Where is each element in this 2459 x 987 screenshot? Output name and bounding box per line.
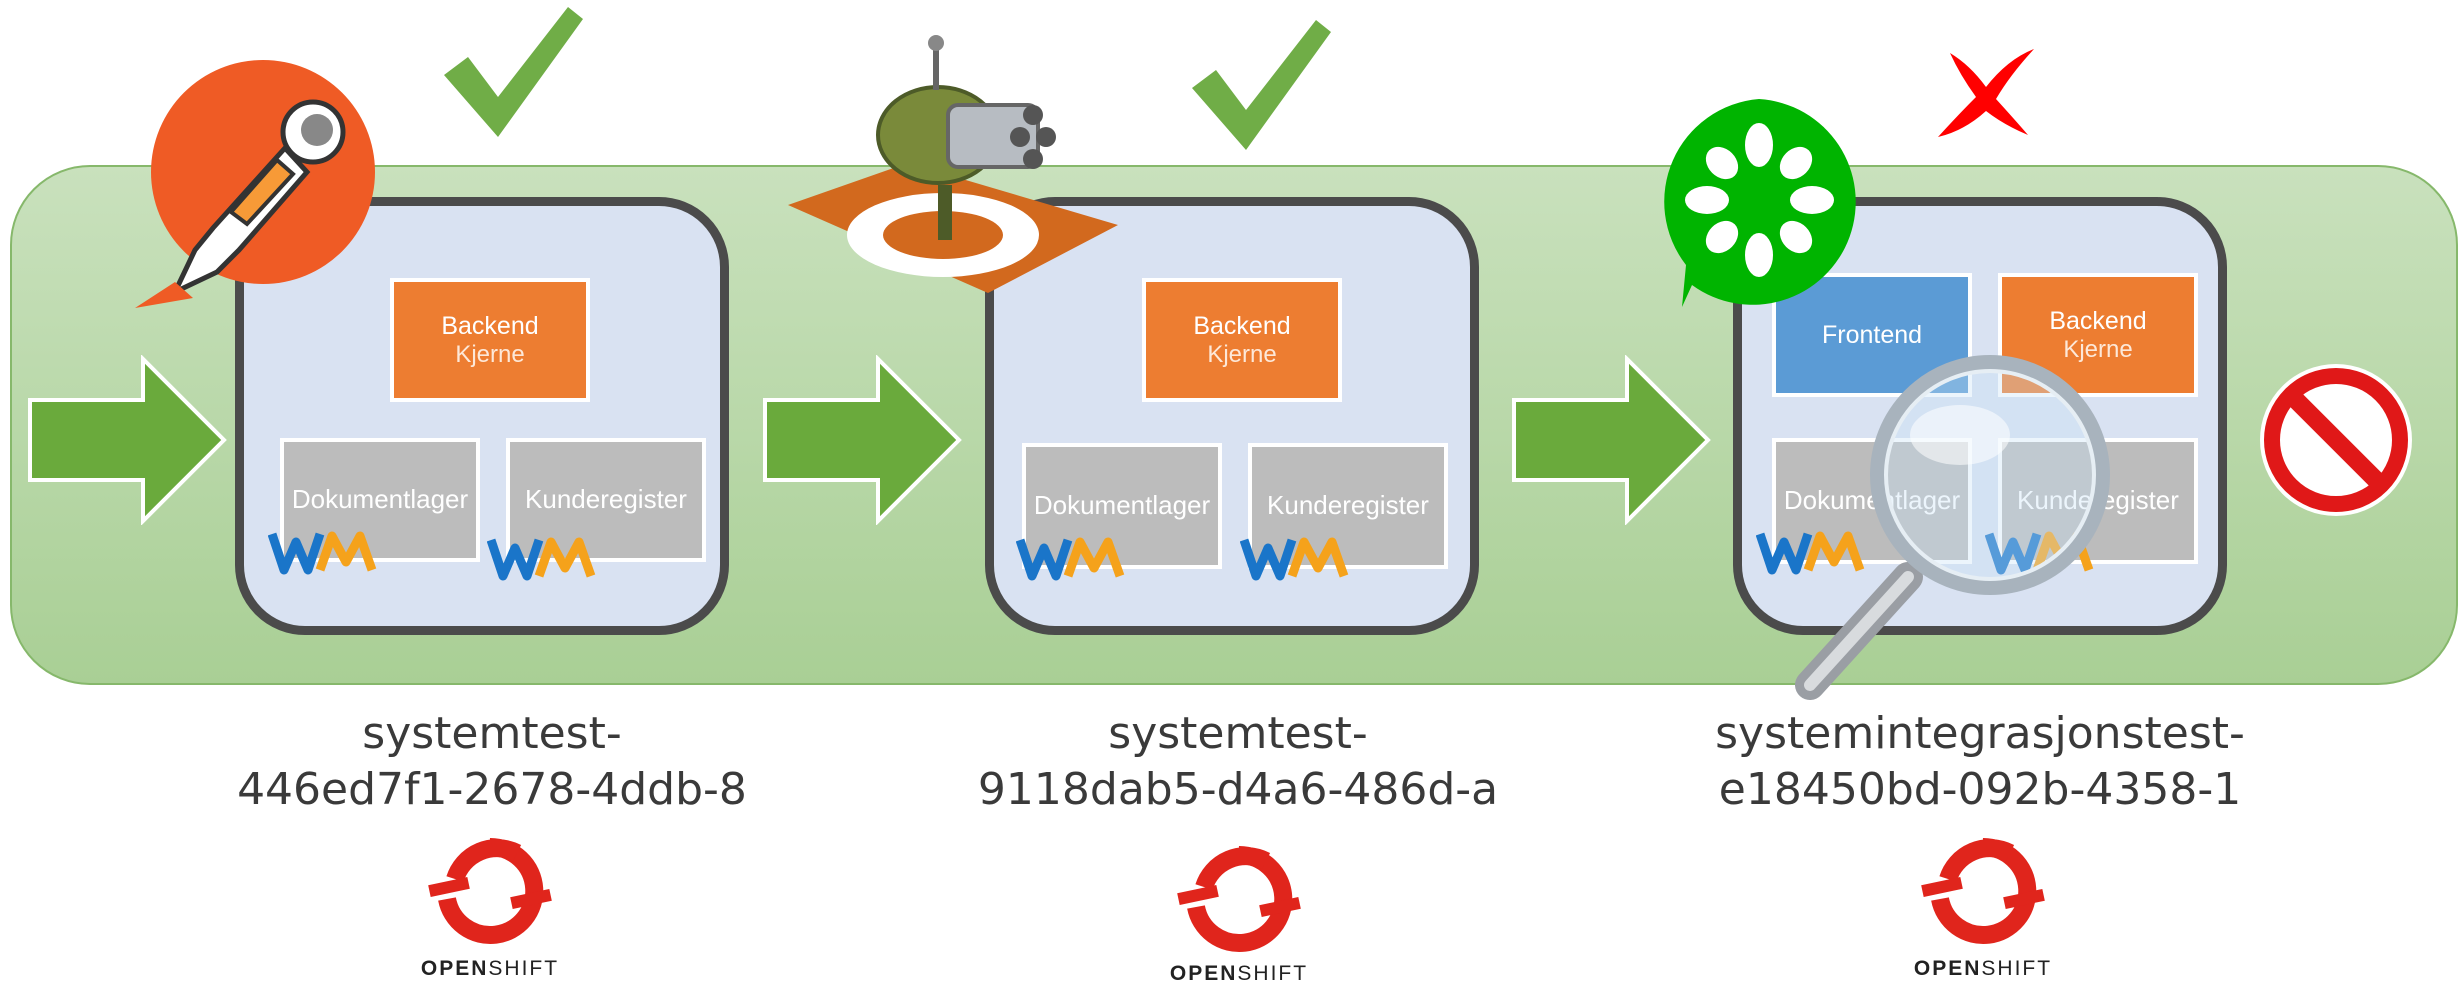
kunderegister-component: Kunderegister — [1248, 443, 1448, 569]
openshift-logo-icon — [428, 837, 552, 944]
openshift-logo-icon — [1921, 837, 2045, 944]
postman-icon — [135, 60, 375, 308]
check-icon — [444, 7, 583, 137]
wiremock-icon — [1756, 531, 1865, 575]
prohibited-icon — [2260, 364, 2412, 516]
check-icon — [1192, 20, 1331, 150]
flow-arrow-icon — [763, 355, 962, 525]
flow-arrow-icon — [28, 355, 227, 525]
wiremock-icon — [268, 531, 377, 575]
flow-arrow-icon — [1512, 355, 1711, 525]
backend-component: Backend Kjerne — [1142, 278, 1342, 402]
dokumentlager-component: Dokumentlager — [280, 438, 480, 562]
backend-subtitle: Kjerne — [2063, 335, 2133, 363]
backend-component: Backend Kjerne — [390, 278, 590, 402]
openshift-logo-icon — [1177, 845, 1301, 952]
cross-icon — [1938, 49, 2034, 137]
openshift-wordmark: OPENSHIFT — [1913, 957, 2053, 980]
openshift-wordmark: OPENSHIFT — [1169, 962, 1309, 985]
backend-subtitle: Kjerne — [1207, 340, 1277, 368]
magnifier-icon — [1795, 355, 2110, 700]
cucumber-icon — [1664, 99, 1856, 307]
environment-label-1: systemtest- 446ed7f1-2678-4ddb-8 — [237, 708, 747, 815]
wiremock-icon — [1016, 537, 1125, 581]
dokumentlager-component: Dokumentlager — [1022, 443, 1222, 569]
openshift-wordmark: OPENSHIFT — [420, 957, 560, 980]
environment-panel-1: Backend Kjerne Dokumentlager Kunderegist… — [235, 197, 729, 635]
gatling-icon — [788, 35, 1118, 293]
backend-title: Backend — [441, 311, 539, 340]
wiremock-icon — [487, 537, 596, 581]
environment-label-3: systemintegrasjonstest- e18450bd-092b-43… — [1715, 708, 2245, 815]
backend-title: Backend — [1193, 311, 1291, 340]
environment-label-2: systemtest- 9118dab5-d4a6-486d-a — [977, 708, 1499, 815]
backend-title: Backend — [2049, 306, 2147, 335]
environment-panel-2: Backend Kjerne Dokumentlager Kunderegist… — [985, 197, 1479, 635]
frontend-component: Frontend — [1772, 273, 1972, 397]
wiremock-icon — [1240, 537, 1349, 581]
backend-subtitle: Kjerne — [455, 340, 525, 368]
